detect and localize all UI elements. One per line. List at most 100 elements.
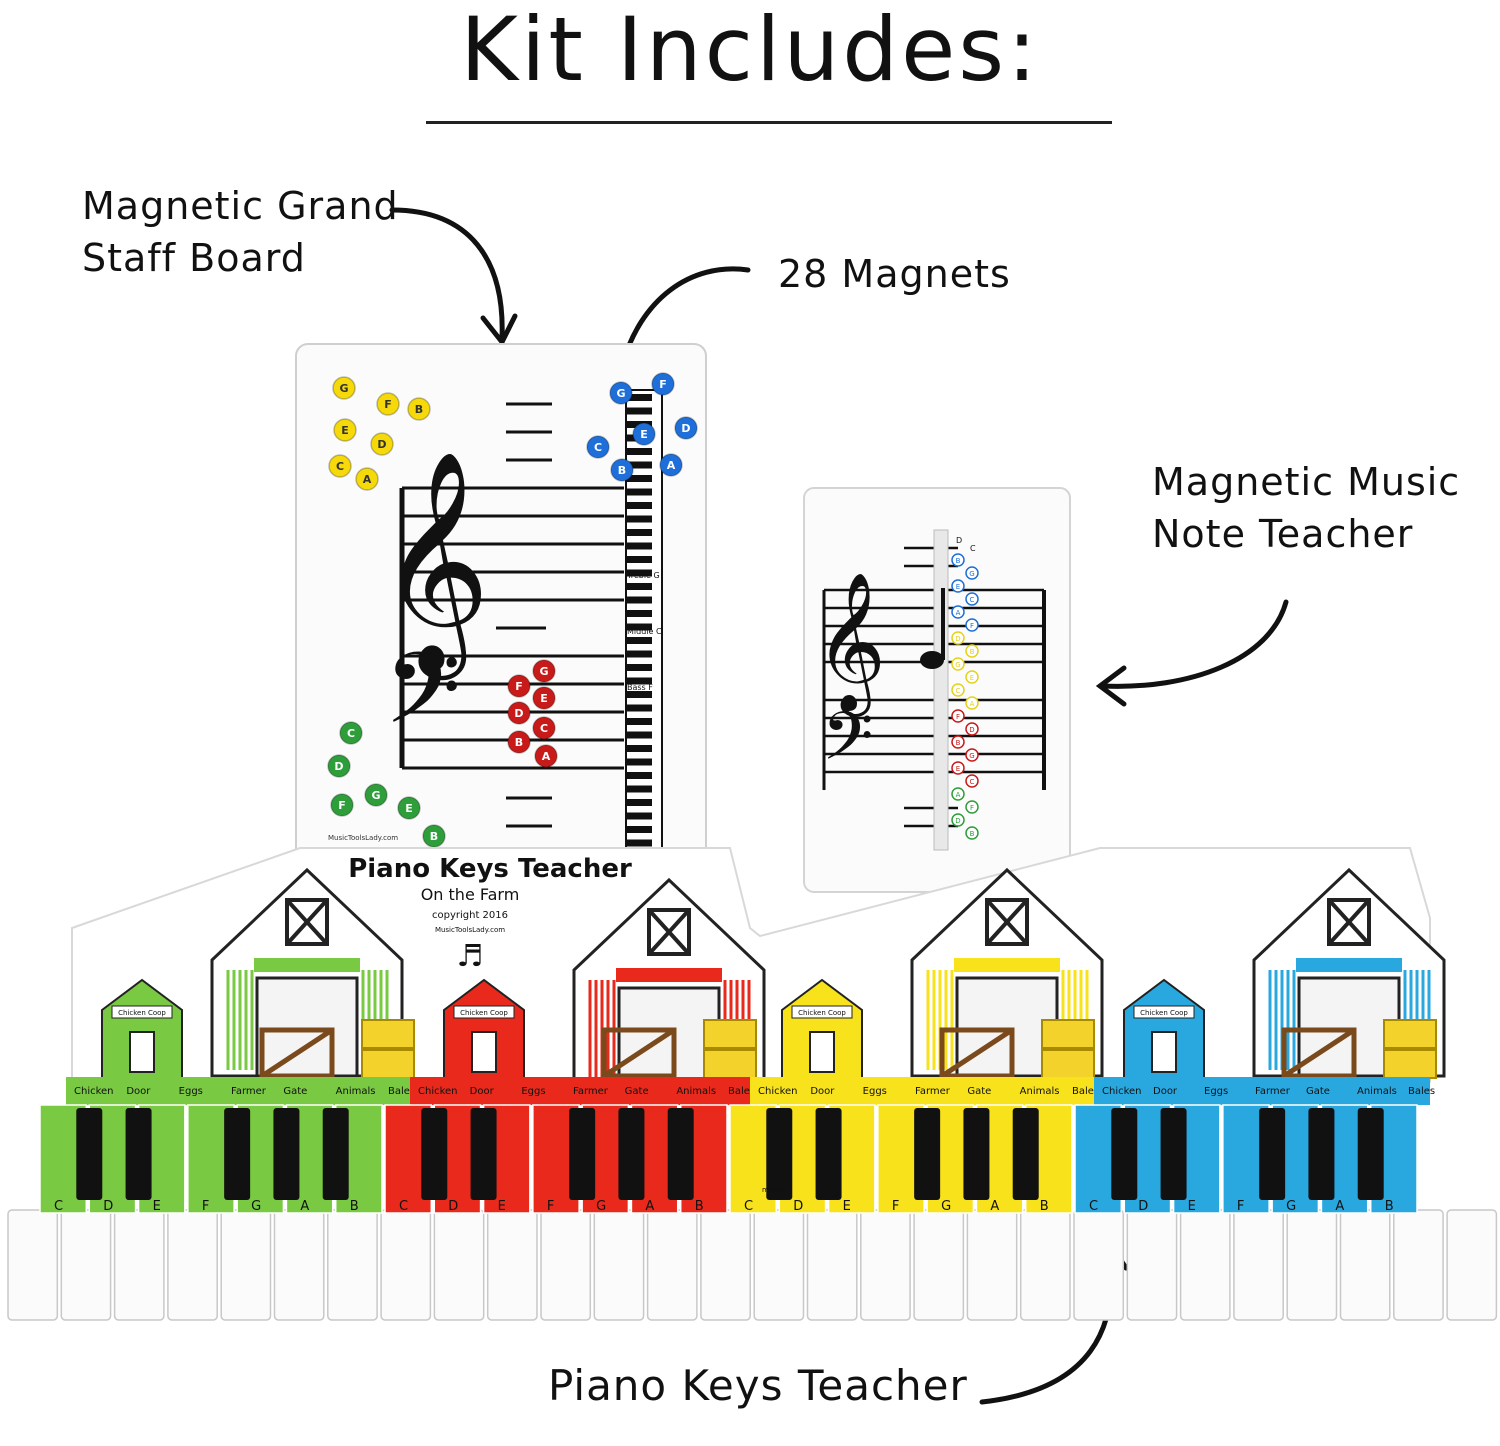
magnet-letter: D <box>681 422 690 435</box>
black-key <box>470 1108 497 1200</box>
key-label: Chicken <box>1102 1086 1142 1097</box>
note-magnet <box>951 579 965 593</box>
board-black-key <box>626 839 652 847</box>
note-magnet <box>951 735 965 749</box>
board-black-key <box>626 461 652 469</box>
key-label: Door <box>126 1086 151 1097</box>
key-letter: G <box>941 1199 951 1214</box>
chicken-coop <box>1123 978 1205 1081</box>
magnet <box>507 701 531 725</box>
gate-bar <box>940 1027 1014 1079</box>
magnet-letter: B <box>430 830 438 843</box>
key-letter: B <box>1040 1199 1049 1214</box>
copyright-text: copyright 2016 <box>432 910 508 921</box>
black-key <box>1160 1108 1187 1200</box>
magnet <box>534 744 558 768</box>
chicken-coop <box>101 978 183 1081</box>
window-cross <box>285 898 329 946</box>
note-magnet <box>965 748 979 762</box>
magnet <box>364 783 388 807</box>
key-letter: C <box>399 1199 408 1214</box>
board-black-key <box>626 515 652 523</box>
black-key <box>815 1108 842 1200</box>
magnet <box>370 432 394 456</box>
magnet-letter: E <box>341 424 349 437</box>
key-letter: F <box>547 1199 554 1214</box>
magnet <box>586 435 610 459</box>
magnet <box>507 674 531 698</box>
magnet-letter: F <box>515 680 523 693</box>
key-label: Farmer <box>231 1086 267 1097</box>
barn-beam <box>616 968 722 982</box>
board-black-key <box>626 448 652 455</box>
white-key <box>113 1209 165 1321</box>
gate-bar <box>602 1027 676 1079</box>
magnet <box>355 467 379 491</box>
key-label: Gate <box>625 1086 649 1097</box>
note-letter: F <box>956 713 960 721</box>
magnet-letter: D <box>334 760 343 773</box>
black-key <box>1308 1108 1335 1200</box>
white-key <box>1286 1209 1338 1321</box>
board-black-key <box>626 394 652 401</box>
key-letter: F <box>1237 1199 1244 1214</box>
key-letter: E <box>498 1199 506 1214</box>
board-black-key <box>626 583 652 590</box>
coop-door <box>809 1031 835 1073</box>
magnet-letter: A <box>363 473 372 486</box>
callout-magnets: 28 Magnets <box>778 252 1011 296</box>
white-key <box>1393 1209 1444 1321</box>
magnet-letter: G <box>539 665 548 678</box>
bass-clef-icon: 𝄢 <box>384 632 461 771</box>
note-magnet <box>951 761 965 775</box>
white-key <box>1019 1209 1071 1321</box>
window-cross <box>647 908 691 956</box>
middle-label: middle <box>762 1186 786 1194</box>
note-letter: G <box>969 752 974 760</box>
key-label: Bales <box>1072 1086 1099 1097</box>
black-key <box>569 1108 596 1200</box>
board-black-key <box>626 718 652 725</box>
white-key <box>167 1209 218 1321</box>
label-band <box>750 1077 1094 1105</box>
music-notes-icon: ♬ <box>457 939 484 974</box>
note-magnet <box>965 592 979 606</box>
coop-sign <box>111 1005 173 1019</box>
title-underline <box>426 121 1112 124</box>
black-key <box>766 1108 793 1200</box>
magnet <box>532 686 556 710</box>
key-label: Door <box>470 1086 495 1097</box>
note-letter: A <box>970 700 975 708</box>
note-letter: F <box>970 804 974 812</box>
hay-bale <box>1383 1019 1437 1049</box>
note-letter: D <box>955 635 960 643</box>
site-text: MusicToolsLady.com <box>435 926 505 934</box>
black-key <box>618 1108 645 1200</box>
magnet-letter: G <box>339 382 348 395</box>
key-label: Animals <box>1357 1086 1397 1097</box>
key-letter: F <box>202 1199 209 1214</box>
key-label: Farmer <box>1255 1086 1291 1097</box>
key-label: Chicken <box>418 1086 458 1097</box>
piano-teacher-title: Piano Keys Teacher <box>348 854 632 884</box>
barn-beam <box>254 958 360 972</box>
note-letter: B <box>970 648 975 656</box>
page-title: Kit Includes: <box>460 0 1040 101</box>
magnet-letter: F <box>659 378 667 391</box>
magnet-letter: C <box>347 727 355 740</box>
key-label: Bales <box>728 1086 755 1097</box>
key-letter: F <box>892 1199 899 1214</box>
black-key <box>914 1108 941 1200</box>
note-magnet <box>951 553 965 567</box>
note-magnet <box>951 631 965 645</box>
key-letter: D <box>103 1199 113 1214</box>
white-key <box>1073 1209 1125 1321</box>
barn-door <box>255 976 359 1078</box>
board-footer: MusicToolsLady.com <box>328 834 398 842</box>
board-black-key <box>626 650 652 658</box>
note-letter: G <box>955 661 960 669</box>
board-black-key <box>626 745 652 752</box>
